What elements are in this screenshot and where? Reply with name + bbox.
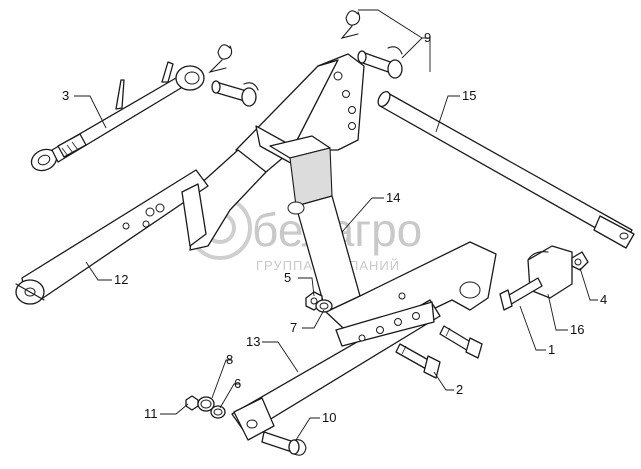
callout-4: 4 xyxy=(600,292,607,307)
callout-15: 15 xyxy=(462,88,476,103)
clamp-block-part xyxy=(499,245,589,311)
leader-lines xyxy=(74,9,598,441)
callout-13: 13 xyxy=(246,334,260,349)
callout-11: 11 xyxy=(144,406,158,421)
callout-1: 1 xyxy=(548,342,555,357)
callout-10: 10 xyxy=(322,410,336,425)
cross-shaft-part xyxy=(377,90,635,249)
callout-6: 6 xyxy=(234,376,241,391)
callout-9: 9 xyxy=(424,30,431,45)
callout-7: 7 xyxy=(290,320,297,335)
nut-washer-part xyxy=(305,291,333,313)
hitch-pin-right-part xyxy=(340,10,403,79)
callout-14: 14 xyxy=(386,190,400,205)
main-frame-part xyxy=(189,53,497,341)
callout-16: 16 xyxy=(570,322,584,337)
ring-set-part xyxy=(185,395,226,419)
lower-pin-part xyxy=(261,431,307,456)
callout-12: 12 xyxy=(114,272,128,287)
callout-3: 3 xyxy=(62,88,69,103)
left-lower-link-part xyxy=(15,169,209,305)
right-lower-link-part xyxy=(231,299,441,441)
bolt-part xyxy=(395,325,483,379)
hitch-pin-left-part xyxy=(208,44,259,107)
callout-2: 2 xyxy=(456,382,463,397)
callout-5: 5 xyxy=(284,270,291,285)
top-link-part xyxy=(30,61,205,172)
callout-labels: 3 9 15 14 12 13 5 7 8 6 11 10 2 1 16 4 xyxy=(62,30,607,425)
callout-8: 8 xyxy=(226,352,233,367)
